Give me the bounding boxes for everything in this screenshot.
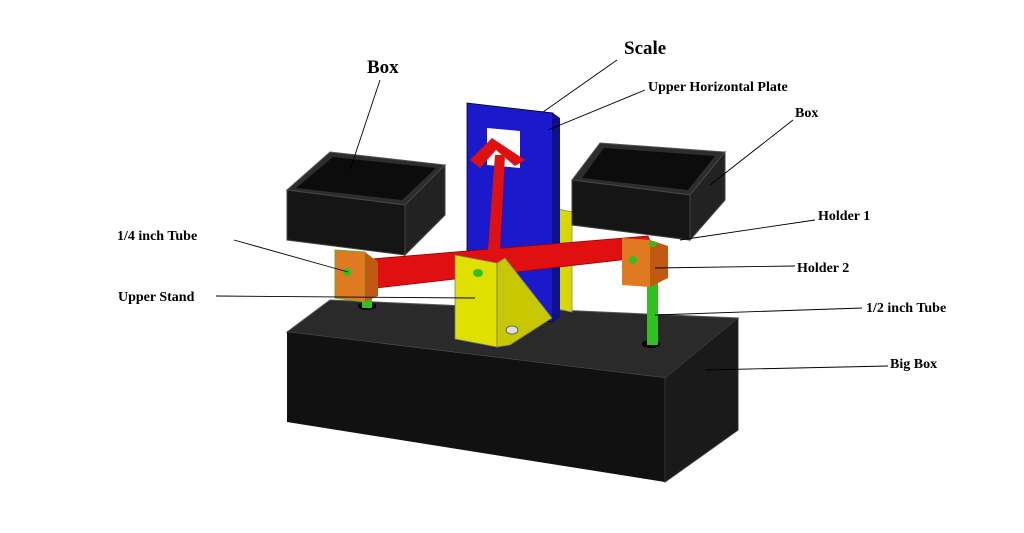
label-upper-stand: Upper Stand: [118, 290, 195, 305]
label-half-inch-tube: 1/2 inch Tube: [866, 301, 946, 316]
label-big-box: Big Box: [890, 357, 937, 372]
label-quarter-inch-tube: 1/4 inch Tube: [117, 229, 197, 244]
box-right: [571, 142, 726, 242]
box-left: [285, 151, 447, 257]
label-upper-horizontal-plate: Upper Horizontal Plate: [648, 80, 788, 95]
upper-stand: [454, 254, 553, 348]
holders: [334, 238, 668, 303]
label-scale: Scale: [624, 38, 666, 59]
label-holder-2: Holder 2: [797, 261, 849, 276]
label-holder-1: Holder 1: [818, 209, 870, 224]
label-box-right: Box: [795, 106, 818, 121]
leader-lines: [215, 59, 889, 371]
label-box-left: Box: [367, 57, 399, 78]
